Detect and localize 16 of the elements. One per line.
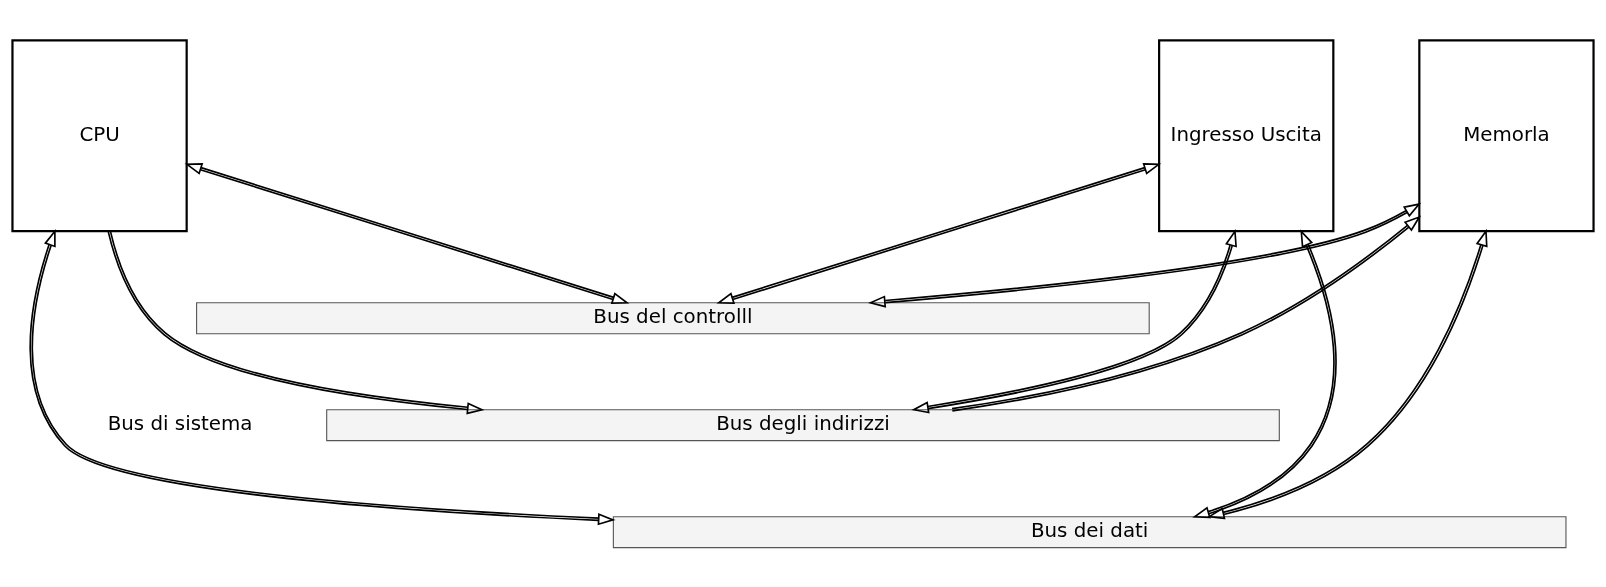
arrow bbox=[1192, 228, 1337, 518]
node-box: CPU bbox=[11, 38, 188, 232]
arrow bbox=[911, 228, 1237, 414]
node-box: Bus dei dati bbox=[612, 515, 1567, 548]
arrow bbox=[951, 214, 1422, 412]
arrow bbox=[184, 162, 630, 304]
node-box: Memorla bbox=[1418, 38, 1595, 232]
arrow bbox=[1206, 228, 1488, 519]
node-box: Bus del controlll bbox=[196, 301, 1150, 334]
arrow bbox=[716, 162, 1162, 304]
node-box: Bus degli indirizzi bbox=[326, 408, 1280, 441]
arrow bbox=[29, 228, 616, 525]
label: Bus di sistema bbox=[107, 411, 253, 435]
arrow bbox=[107, 230, 485, 414]
node-box: Ingresso Uscita bbox=[1158, 38, 1335, 232]
arrow bbox=[868, 202, 1422, 308]
